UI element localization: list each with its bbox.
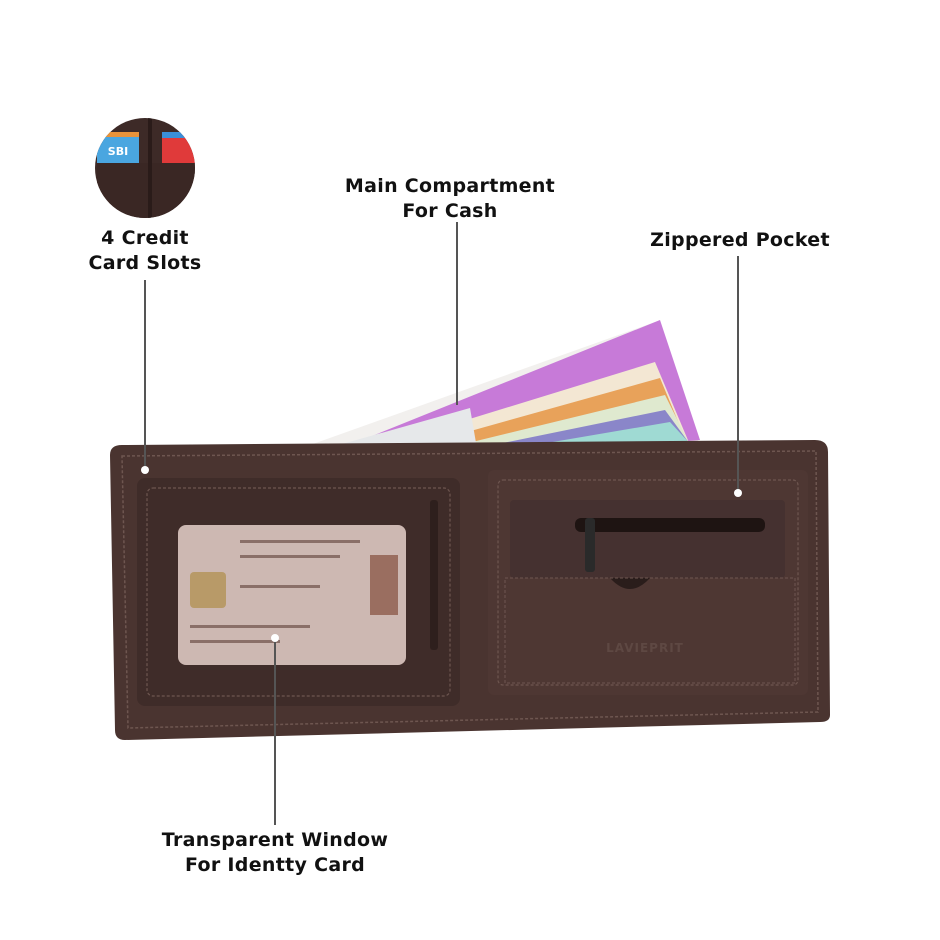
zipper-pull	[585, 518, 595, 572]
id-window	[178, 525, 406, 665]
callout-line: Transparent Window	[161, 829, 389, 851]
callout-line: Zippered Pocket	[650, 229, 830, 251]
callout-main-compartment: Main Compartment For Cash	[330, 174, 570, 224]
zipper	[575, 518, 765, 532]
callout-line: Card Slots	[88, 252, 202, 274]
callout-transparent-window: Transparent Window For Identty Card	[150, 828, 400, 878]
callout-line: For Identty Card	[184, 854, 366, 876]
callout-zippered-pocket: Zippered Pocket	[630, 228, 850, 253]
svg-text:SBI: SBI	[108, 145, 128, 158]
sbi-card	[97, 135, 139, 165]
wallet: LAVIEPRIT	[110, 440, 830, 740]
credit-slots-inset: SBI	[95, 118, 195, 218]
brand-emboss: LAVIEPRIT	[606, 641, 684, 655]
zippered-pocket	[510, 500, 785, 578]
callout-line: For Cash	[402, 200, 498, 222]
callout-credit-slots: 4 Credit Card Slots	[60, 226, 230, 276]
red-card	[162, 135, 195, 163]
callout-line: Main Compartment	[344, 175, 556, 197]
callout-line: 4 Credit	[101, 227, 189, 249]
